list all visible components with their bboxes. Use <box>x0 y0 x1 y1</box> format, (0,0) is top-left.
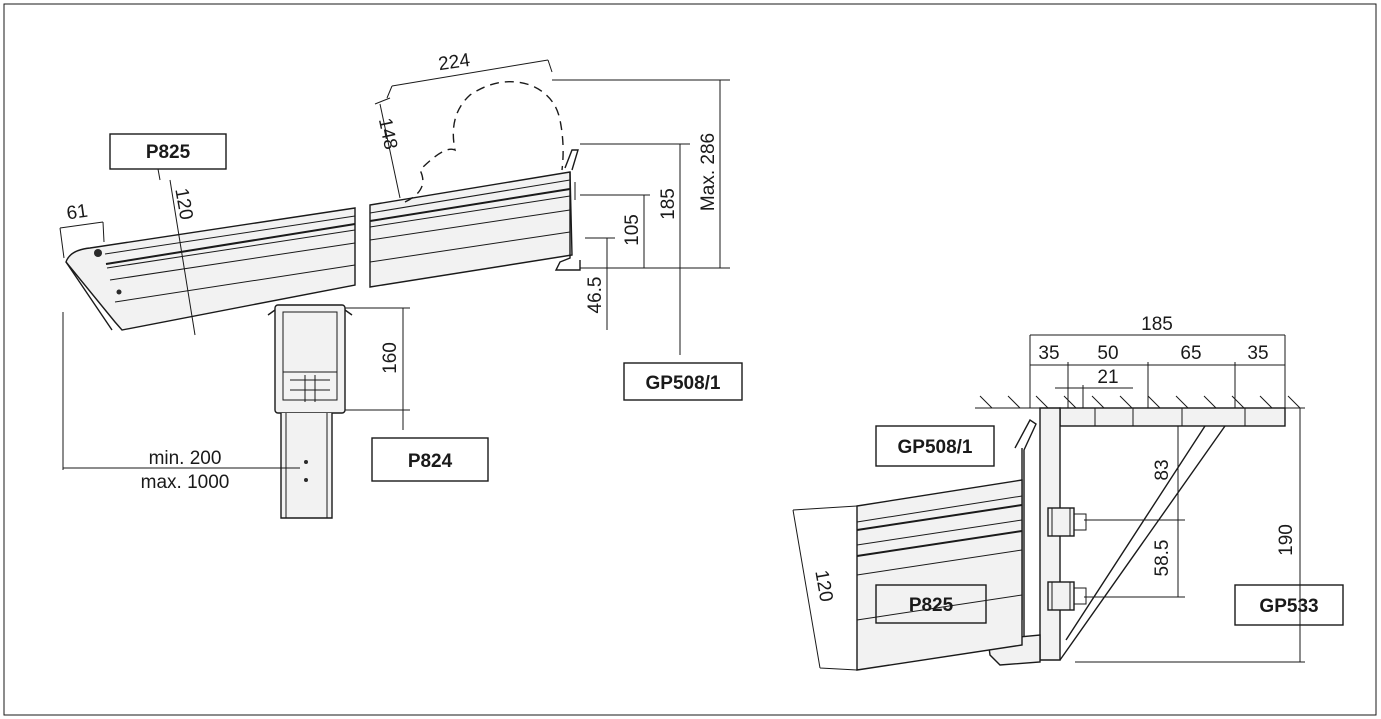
dim-35-b: 35 <box>1247 343 1268 364</box>
label-p824: P824 <box>371 437 489 482</box>
dim-105: 105 <box>622 214 643 246</box>
right-dimension-lines <box>792 334 1305 671</box>
left-view: P825 GP508/1 P824 224 148 Max. 286 185 1… <box>59 50 743 519</box>
right-view: GP508/1 P825 GP533 185 35 50 65 35 21 83… <box>792 314 1344 671</box>
label-p825-left: P825 <box>109 133 227 170</box>
dim-58-5: 58.5 <box>1152 540 1173 577</box>
dim-160: 160 <box>380 342 401 374</box>
dim-65: 65 <box>1180 343 1201 364</box>
dim-190: 190 <box>1276 524 1297 556</box>
label-p825-right-text: P825 <box>909 595 954 616</box>
drawing-frame <box>3 3 1377 716</box>
dim-120-left: 120 <box>170 187 196 222</box>
dim-21: 21 <box>1097 367 1118 388</box>
housing-rear-segment <box>369 149 581 288</box>
wall-bracket <box>1039 407 1286 661</box>
dim-max-1000: max. 1000 <box>141 472 230 493</box>
label-p825-text: P825 <box>146 142 191 163</box>
label-gp508-text: GP508/1 <box>646 373 721 394</box>
dim-83: 83 <box>1152 459 1173 480</box>
dim-max-286: Max. 286 <box>698 133 719 211</box>
dim-120-right: 120 <box>810 569 836 604</box>
label-gp533-text: GP533 <box>1259 596 1318 617</box>
housing-front-segment <box>65 207 356 331</box>
dim-46-5: 46.5 <box>585 277 606 314</box>
label-gp508-right: GP508/1 <box>875 425 995 467</box>
label-gp533: GP533 <box>1234 584 1344 626</box>
label-p825-right: P825 <box>875 584 987 624</box>
dim-35-a: 35 <box>1038 343 1059 364</box>
wall-hatch <box>975 395 1305 409</box>
open-lid-outline <box>404 80 564 203</box>
dim-min-200: min. 200 <box>149 448 222 469</box>
dim-224: 224 <box>437 50 472 75</box>
left-dimension-lines <box>59 59 730 470</box>
pole <box>280 413 333 519</box>
housing-section <box>856 479 1023 671</box>
label-gp508-left: GP508/1 <box>623 362 743 401</box>
dim-185-right: 185 <box>1141 314 1173 335</box>
dim-148: 148 <box>374 116 401 151</box>
dim-50: 50 <box>1097 343 1118 364</box>
label-p824-text: P824 <box>408 451 453 472</box>
bolts <box>1047 507 1087 611</box>
dim-61: 61 <box>65 201 89 225</box>
pole-adapter <box>267 304 353 414</box>
label-gp508-right-text: GP508/1 <box>898 437 973 458</box>
dim-185: 185 <box>658 188 679 220</box>
